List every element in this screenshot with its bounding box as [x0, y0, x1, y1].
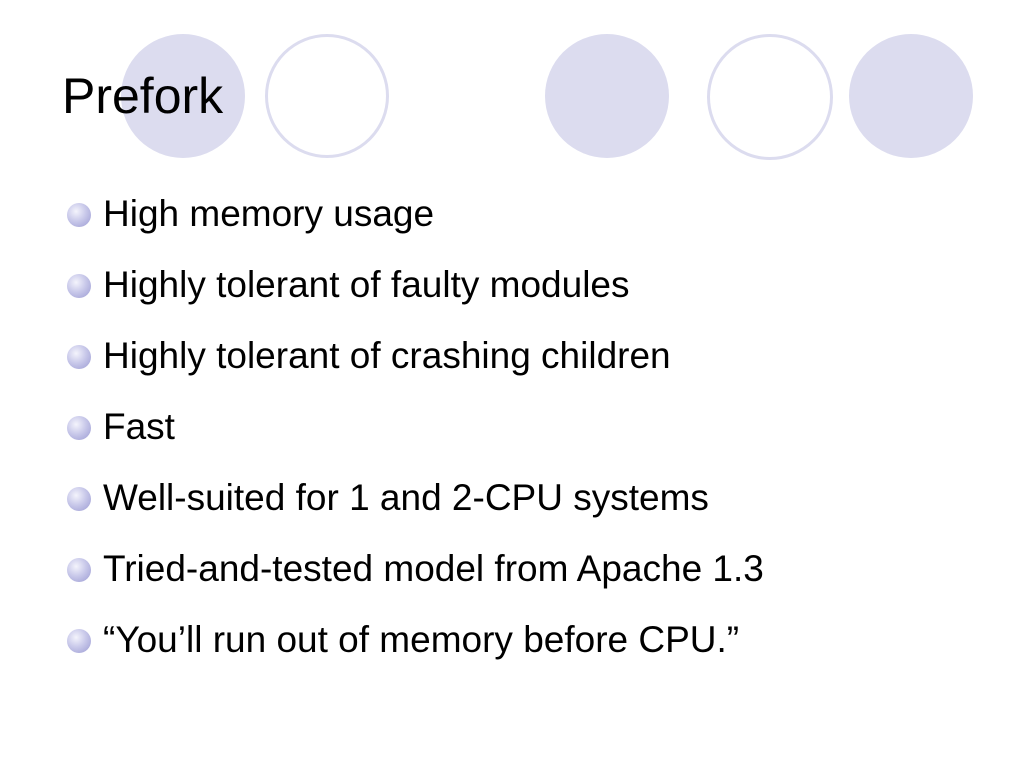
bullet-item: “You’ll run out of memory before CPU.” [66, 613, 764, 684]
bullet-dot-icon [67, 345, 91, 369]
bullet-dot-icon [67, 416, 91, 440]
bullet-text: Well-suited for 1 and 2-CPU systems [103, 477, 709, 518]
bullet-dot-icon [67, 629, 91, 653]
bullet-item: Highly tolerant of faulty modules [66, 258, 764, 329]
bullet-dot-icon [67, 274, 91, 298]
bullet-item: Well-suited for 1 and 2-CPU systems [66, 471, 764, 542]
bullet-dot-icon [67, 203, 91, 227]
bullet-item: High memory usage [66, 187, 764, 258]
decorative-circle-filled-3 [849, 34, 973, 158]
decorative-circle-filled-1 [121, 34, 245, 158]
bullet-text: High memory usage [103, 193, 435, 234]
bullet-text: Highly tolerant of faulty modules [103, 264, 630, 305]
decorative-circle-outline-2 [707, 34, 833, 160]
bullet-item: Tried-and-tested model from Apache 1.3 [66, 542, 764, 613]
bullet-text: Tried-and-tested model from Apache 1.3 [103, 548, 764, 589]
bullet-text: Highly tolerant of crashing children [103, 335, 671, 376]
bullet-dot-icon [67, 487, 91, 511]
bullet-item: Fast [66, 400, 764, 471]
bullet-item: Highly tolerant of crashing children [66, 329, 764, 400]
bullet-dot-icon [67, 558, 91, 582]
decorative-circle-outline-1 [265, 34, 389, 158]
bullet-text: “You’ll run out of memory before CPU.” [103, 619, 740, 660]
slide-title: Prefork [62, 68, 224, 124]
bullet-list: High memory usage Highly tolerant of fau… [66, 187, 764, 684]
bullet-text: Fast [103, 406, 175, 447]
decorative-circle-filled-2 [545, 34, 669, 158]
